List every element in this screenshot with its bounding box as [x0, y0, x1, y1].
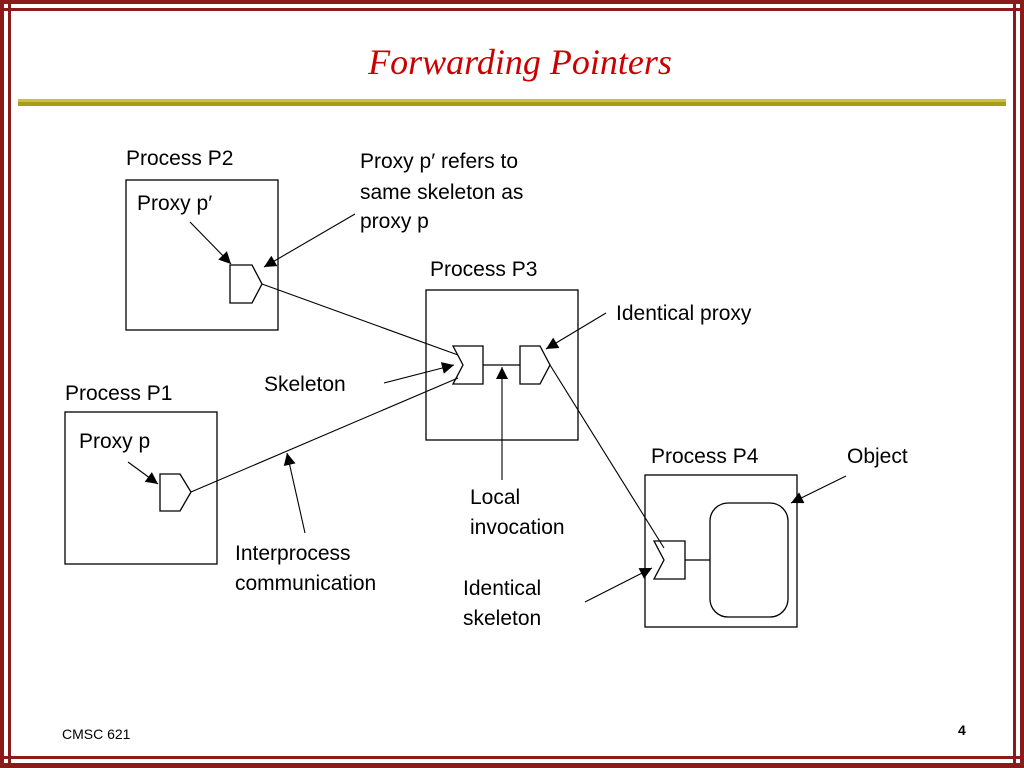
process-p3-label: Process P3 — [430, 258, 538, 281]
process-p2-box — [125, 179, 279, 331]
process-p4-label: Process P4 — [651, 445, 759, 468]
link-identical-proxy-to-p4 — [549, 364, 665, 549]
process-p2-label: Process P2 — [126, 147, 234, 170]
skeleton-label: Skeleton — [264, 373, 346, 396]
arrow-identical-proxy — [545, 312, 607, 350]
local-invocation-line-2: invocation — [470, 516, 565, 539]
slide-frame-top — [0, 0, 1024, 11]
arrow-proxy-p-label — [127, 461, 159, 485]
arrow-prime-note — [263, 213, 356, 268]
object-label: Object — [847, 445, 908, 468]
identical-skeleton-shape — [652, 540, 686, 580]
slide-frame-right — [1013, 0, 1024, 768]
skeleton-shape — [451, 345, 484, 385]
identical-proxy-shape — [519, 345, 551, 385]
slide-frame-left — [0, 0, 11, 768]
link-p2-to-skeleton — [261, 283, 459, 356]
process-p1-label: Process P1 — [65, 382, 173, 405]
prime-note-line-1: Proxy p′ refers to — [360, 150, 518, 173]
identical-proxy-label: Identical proxy — [616, 302, 752, 325]
prime-note-line-3: proxy p — [360, 210, 429, 233]
arrow-interprocess — [283, 452, 306, 534]
arrow-proxy-p-prime-label — [189, 221, 232, 265]
page-number: 4 — [958, 722, 966, 738]
link-p1-to-skeleton — [190, 377, 459, 493]
proxy-p-label: Proxy p — [79, 430, 151, 453]
process-p1-box — [64, 411, 218, 565]
process-p4-box — [644, 474, 798, 628]
slide-frame-bottom — [0, 756, 1024, 768]
slide-title: Forwarding Pointers — [368, 42, 672, 82]
identical-skeleton-line-2: skeleton — [463, 607, 542, 630]
arrow-skeleton — [383, 362, 455, 384]
prime-note-line-2: same skeleton as — [360, 181, 524, 204]
proxy-p-prime-shape — [229, 264, 263, 304]
arrow-object — [790, 475, 847, 504]
proxy-p-prime-label: Proxy p′ — [137, 192, 213, 215]
local-invocation-line-1: Local — [470, 486, 521, 509]
slide-footer: CMSC 621 — [62, 726, 131, 742]
proxy-p-shape — [159, 473, 192, 512]
arrow-identical-skeleton — [584, 567, 653, 603]
identical-skeleton-line-1: Identical — [463, 577, 542, 600]
object-shape — [709, 502, 789, 618]
interprocess-line-2: communication — [235, 572, 377, 595]
title-rule — [18, 99, 1006, 106]
interprocess-line-1: Interprocess — [235, 542, 351, 565]
